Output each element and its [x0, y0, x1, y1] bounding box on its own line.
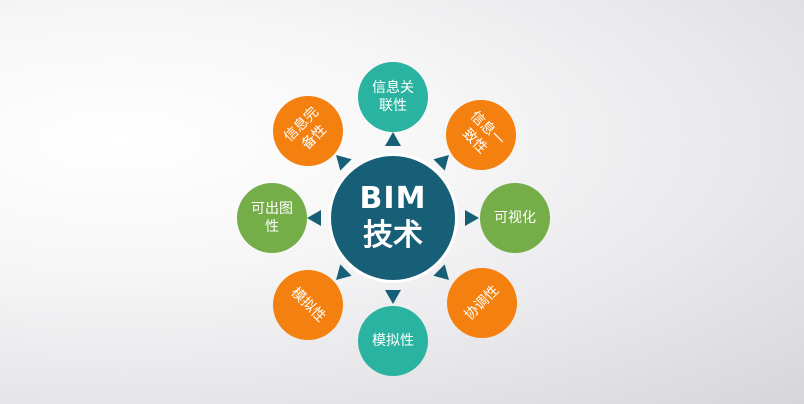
node-label: 信息关 联性: [372, 80, 414, 114]
node-info-consistency: 信息一 致性: [446, 100, 516, 170]
node-label: 可出图 性: [251, 201, 293, 235]
bim-center-circle: BIM 技术: [328, 153, 458, 283]
node-label: 可视化: [494, 210, 536, 226]
node-label: 信息完 备性: [281, 104, 330, 153]
node-drawability: 可出图 性: [237, 183, 307, 253]
arrow-bottom-right-icon: [433, 264, 455, 286]
node-simulation: 模拟性: [358, 306, 428, 376]
arrow-bottom-icon: [385, 290, 401, 304]
arrow-top-icon: [385, 132, 401, 146]
node-label: 模拟性: [372, 333, 414, 349]
node-label: 模拟性: [287, 284, 329, 326]
node-visualization: 可视化: [480, 183, 550, 253]
node-simulation-2: 模拟性: [273, 270, 343, 340]
node-label: 信息一 致性: [459, 108, 508, 157]
arrow-right-icon: [465, 210, 479, 226]
node-coordination: 协调性: [447, 268, 517, 338]
center-title: BIM: [359, 181, 427, 216]
node-info-completeness: 信息完 备性: [273, 96, 343, 166]
node-info-association: 信息关 联性: [358, 62, 428, 132]
arrow-left-icon: [307, 210, 321, 226]
center-subtitle: 技术: [363, 218, 423, 253]
node-label: 协调性: [461, 282, 503, 324]
